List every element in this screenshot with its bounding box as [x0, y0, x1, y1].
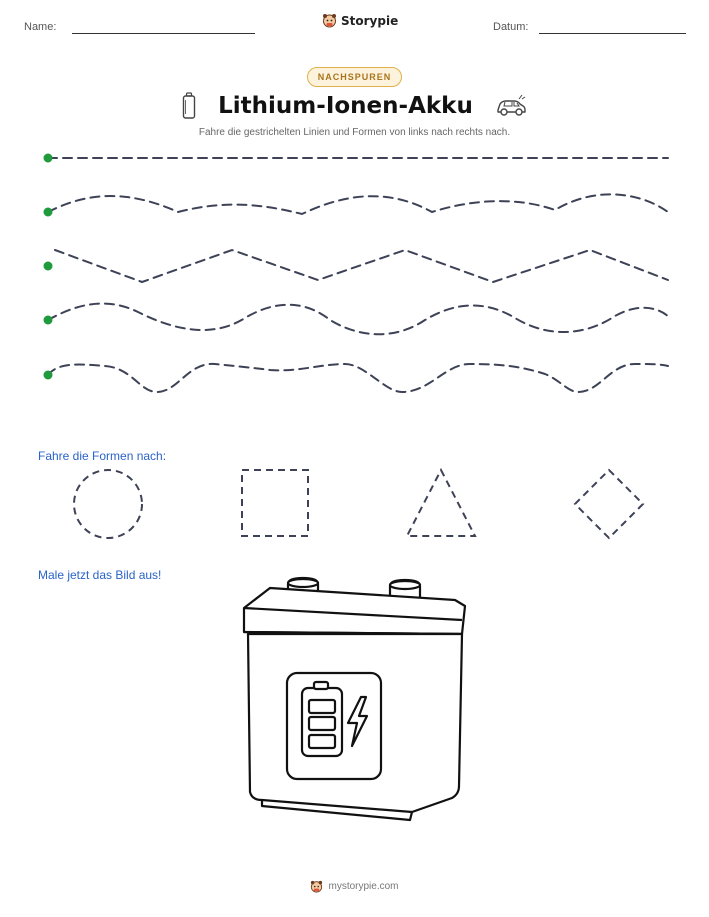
instructions: Fahre die gestrichelten Linien und Forme… [198, 127, 511, 138]
brand: Storypie [322, 13, 398, 28]
footer: mystorypie.com [0, 880, 709, 893]
brand-name: Storypie [341, 13, 399, 28]
name-line [72, 33, 255, 34]
category-badge: NACHSPUREN [307, 67, 402, 87]
start-dot [43, 370, 53, 380]
battery-icon [182, 92, 196, 119]
trace-line-zigzag[interactable] [54, 248, 669, 284]
storypie-logo-icon [323, 14, 336, 28]
title-row: Lithium-Ionen-Akku [0, 92, 709, 120]
date-label: Datum: [493, 21, 529, 33]
shapes-heading: Fahre die Formen nach: [38, 449, 167, 463]
coloring-heading: Male jetzt das Bild aus! [38, 568, 162, 582]
car-icon [497, 94, 526, 116]
trace-line-bumpy-wave[interactable] [47, 362, 669, 394]
name-label: Name: [24, 21, 57, 33]
trace-shape-diamond[interactable] [573, 468, 645, 540]
page-title: Lithium-Ionen-Akku [218, 93, 473, 119]
start-dot [43, 315, 53, 325]
trace-shape-triangle[interactable] [405, 467, 477, 537]
date-line [539, 33, 686, 34]
storypie-logo-icon [311, 880, 323, 893]
trace-shape-circle[interactable] [73, 469, 143, 539]
coloring-battery[interactable] [242, 576, 467, 822]
trace-shape-square[interactable] [241, 469, 309, 537]
start-dot [43, 207, 53, 217]
start-dot [43, 153, 53, 163]
footer-link[interactable]: mystorypie.com [328, 881, 399, 892]
trace-line-smooth-wave[interactable] [47, 193, 669, 216]
trace-line-big-wave[interactable] [47, 302, 671, 336]
start-dot [43, 261, 53, 271]
